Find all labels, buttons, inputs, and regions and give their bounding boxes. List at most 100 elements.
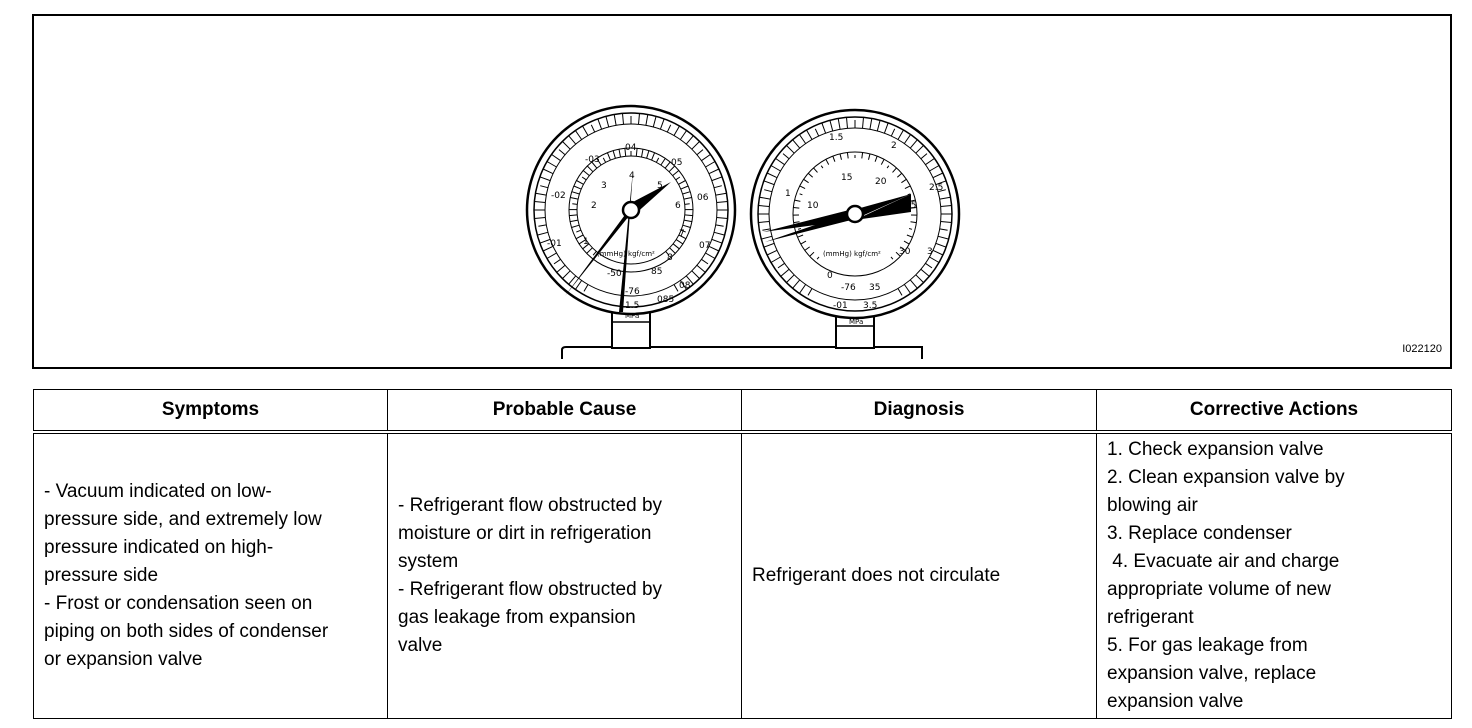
- dial-tick: [602, 157, 607, 163]
- dial-tick: [861, 152, 864, 159]
- dial-tick: [665, 251, 670, 256]
- dial-tick: [539, 238, 551, 244]
- dial-tick: [568, 275, 577, 285]
- dial-tick: [691, 141, 700, 150]
- dial-tick: [546, 252, 557, 259]
- svg-text:3: 3: [927, 247, 933, 257]
- dial-tick: [896, 172, 903, 178]
- high-gauge-outer-ticks: [758, 117, 952, 296]
- dial-tick: [814, 128, 820, 137]
- dial-tick: [777, 262, 785, 269]
- dial-tick: [535, 192, 547, 196]
- dial-tick: [534, 201, 546, 203]
- dial-tick: [880, 159, 885, 165]
- dial-tick: [605, 116, 610, 128]
- dial-tick: [542, 245, 554, 252]
- dial-tick: [939, 228, 948, 231]
- cause-line: moisture or dirt in refrigeration: [398, 523, 652, 544]
- dial-tick: [708, 245, 720, 252]
- dial-tick: [715, 192, 727, 196]
- svg-text:085: 085: [657, 295, 674, 305]
- dial-tick: [713, 231, 725, 236]
- dial-tick: [903, 284, 912, 294]
- dial-tick: [829, 120, 834, 132]
- dial-tick: [669, 247, 676, 254]
- dial-tick: [786, 145, 795, 154]
- dial-tick: [562, 270, 571, 279]
- dial-tick: [570, 197, 579, 200]
- dial-tick: [937, 189, 946, 193]
- dial-tick: [705, 161, 716, 168]
- dial-tick: [646, 150, 650, 159]
- dial-tick: [797, 228, 802, 230]
- dial-tick: [837, 118, 841, 130]
- dial-tick: [546, 161, 557, 168]
- svg-text:MPa: MPa: [625, 312, 639, 320]
- svg-text:-02: -02: [551, 191, 566, 201]
- svg-text:MPa: MPa: [849, 318, 863, 326]
- dial-tick: [929, 256, 940, 263]
- cause-line: valve: [398, 635, 443, 656]
- svg-text:8: 8: [667, 253, 673, 263]
- dial-tick: [883, 122, 889, 134]
- dial-tick: [816, 256, 820, 260]
- dial-tick: [591, 161, 598, 169]
- dial-tick: [874, 155, 878, 162]
- dial-tick: [770, 256, 781, 263]
- symptoms-line: - Frost or condensation seen on: [44, 593, 313, 614]
- dial-tick: [568, 135, 577, 145]
- dial-tick: [582, 243, 590, 250]
- dial-tick: [705, 252, 716, 259]
- action-line: 5. For gas leakage from: [1107, 635, 1308, 656]
- dial-tick: [678, 180, 686, 185]
- svg-text:20: 20: [875, 177, 887, 187]
- dial-tick: [684, 203, 690, 205]
- dial-tick: [766, 249, 778, 256]
- dial-tick: [799, 193, 803, 196]
- dial-tick: [762, 228, 771, 231]
- low-pressure-gauge: -03 04 05 06 07 08 085 -02 -01 1 2 3 4 5…: [525, 104, 737, 320]
- svg-text:1: 1: [583, 237, 589, 247]
- dial-tick: [907, 193, 911, 196]
- dial-tick: [886, 165, 890, 169]
- dial-tick: [900, 246, 906, 251]
- diagnosis-table: Symptoms Probable Cause Diagnosis Correc…: [33, 389, 1452, 719]
- dial-tick: [915, 145, 924, 154]
- svg-text:2.5: 2.5: [929, 183, 943, 193]
- dial-tick: [540, 185, 549, 189]
- dial-tick: [685, 275, 694, 285]
- dial-tick: [673, 125, 680, 136]
- dial-tick: [820, 165, 824, 169]
- dial-tick: [713, 185, 722, 189]
- symptoms-line: - Vacuum indicated on low-: [44, 481, 272, 502]
- dial-tick: [680, 229, 686, 233]
- dial-tick: [682, 191, 691, 195]
- dial-tick: [798, 284, 807, 294]
- dial-tick: [935, 242, 947, 248]
- dial-tick: [573, 185, 582, 190]
- dial-tick: [716, 201, 728, 203]
- dial-tick: [792, 279, 801, 289]
- dial-tick: [684, 214, 693, 217]
- dial-tick: [786, 274, 795, 283]
- dial-tick: [813, 167, 818, 173]
- svg-text:06: 06: [697, 193, 709, 203]
- dial-tick: [763, 180, 775, 186]
- dial-tick: [582, 125, 589, 136]
- dial-tick: [909, 139, 918, 149]
- action-line: blowing air: [1107, 495, 1198, 516]
- dial-tick: [576, 229, 582, 233]
- symptoms-cell: - Vacuum indicated on low- pressure side…: [33, 431, 388, 719]
- dial-tick: [574, 280, 583, 290]
- dial-tick: [678, 234, 687, 240]
- dial-tick: [904, 185, 911, 190]
- svg-text:2: 2: [591, 201, 597, 211]
- dial-tick: [539, 176, 551, 182]
- action-line: 4. Evacuate air and charge: [1107, 551, 1340, 572]
- dial-tick: [799, 185, 806, 190]
- dial-tick: [683, 197, 692, 200]
- diagnosis-line: Refrigerant does not circulate: [752, 565, 1001, 586]
- dial-tick: [803, 178, 809, 184]
- dial-tick: [876, 120, 881, 132]
- cause-line: system: [398, 551, 459, 572]
